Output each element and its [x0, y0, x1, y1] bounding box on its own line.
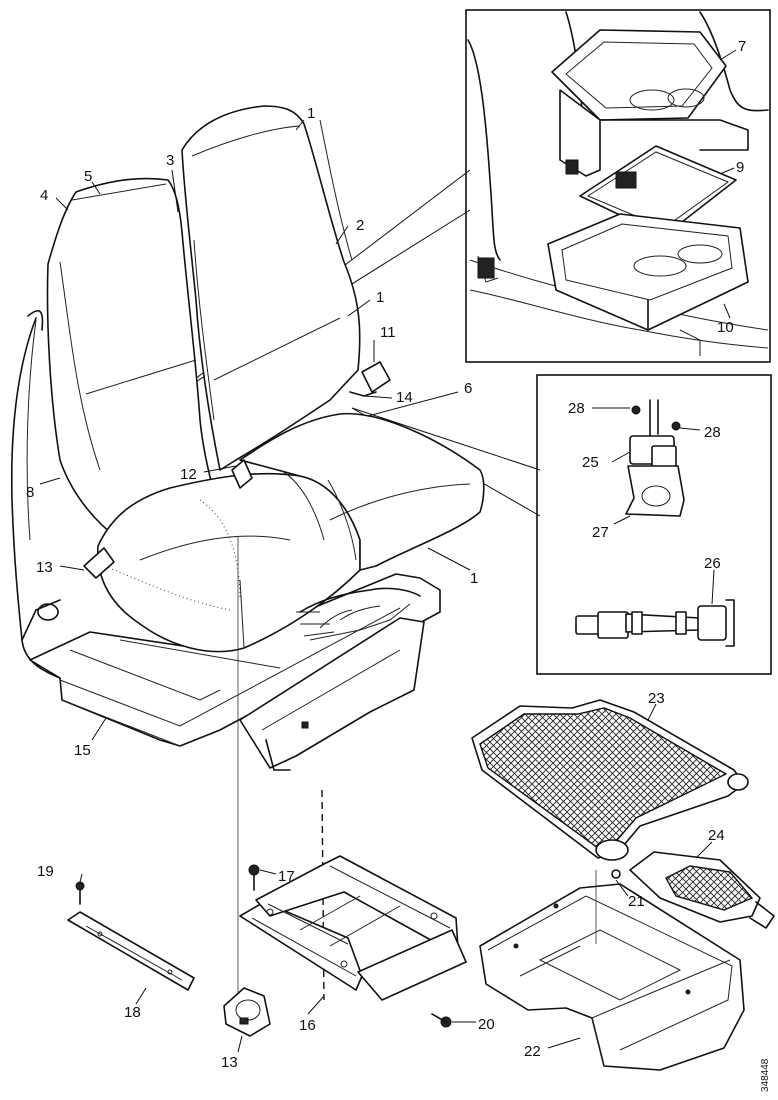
callout-1: 1 [376, 289, 384, 306]
callout-12: 12 [180, 466, 197, 483]
bolt-19 [75, 881, 85, 905]
callout-16: 16 [299, 1017, 316, 1034]
callout-25: 25 [582, 454, 599, 471]
bolt-17 [248, 864, 260, 891]
callout-13: 13 [36, 559, 53, 576]
belt-receiver [223, 987, 271, 1037]
callout-27: 27 [592, 524, 609, 541]
callout-6: 6 [464, 380, 472, 397]
nut-21 [611, 869, 621, 879]
callout-9: 9 [736, 159, 744, 176]
double-seat-assembly [10, 105, 485, 771]
callout-28: 28 [704, 424, 721, 441]
callout-1: 1 [470, 570, 478, 587]
leader-lines [39, 49, 737, 1053]
callout-11: 11 [380, 324, 396, 341]
callout-21: 21 [628, 893, 645, 910]
callout-13: 13 [221, 1054, 238, 1071]
callout-8: 8 [26, 484, 34, 501]
callout-7: 7 [738, 38, 746, 55]
callout-15: 15 [74, 742, 91, 759]
callout-4: 4 [40, 187, 48, 204]
callout-28: 28 [568, 400, 585, 417]
callout-5: 5 [84, 168, 92, 185]
floor-rail [67, 911, 195, 991]
base-cushion [479, 883, 745, 1071]
seat-belt-inset [536, 374, 772, 675]
callout-2: 2 [356, 217, 364, 234]
mesh-seat-pad [471, 699, 749, 861]
nut-20 [431, 1013, 452, 1028]
callout-14: 14 [396, 389, 413, 406]
callout-1: 1 [307, 105, 315, 122]
callout-19: 19 [37, 863, 54, 880]
callout-17: 17 [278, 868, 295, 885]
callout-10: 10 [717, 319, 734, 336]
callout-labels: 1 1 1 2 3 4 5 6 7 8 9 10 11 12 13 13 14 … [26, 38, 771, 1092]
callout-3: 3 [166, 152, 174, 169]
callout-20: 20 [478, 1016, 495, 1033]
seat-slide-frame [239, 855, 467, 1001]
armrest-pad [629, 851, 775, 929]
callout-26: 26 [704, 555, 721, 572]
console-inset [465, 9, 771, 363]
callout-23: 23 [648, 690, 665, 707]
inset-link-line [351, 407, 541, 471]
callout-24: 24 [708, 827, 725, 844]
callout-18: 18 [124, 1004, 141, 1021]
callout-22: 22 [524, 1043, 541, 1060]
reference-number: 348448 [760, 1058, 771, 1092]
